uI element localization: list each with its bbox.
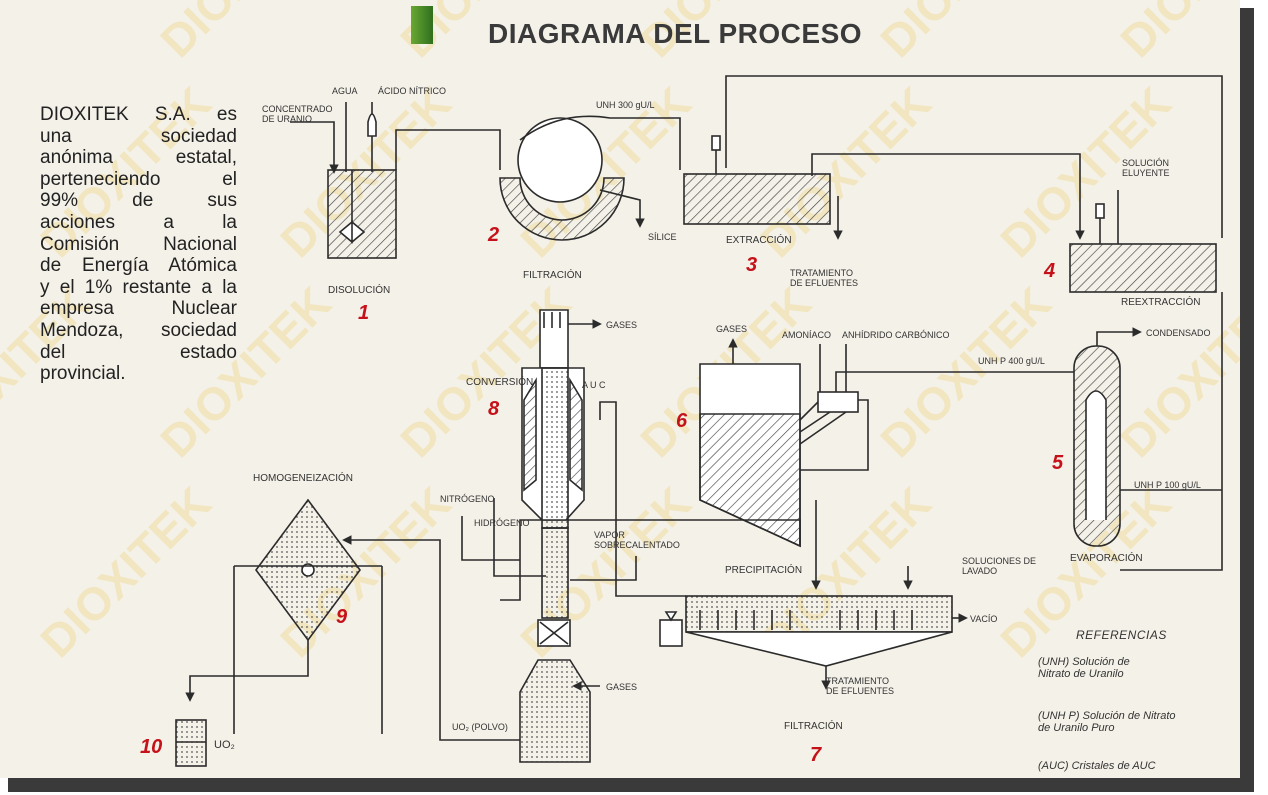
number-5: 5 [1052, 452, 1064, 474]
reextraccion-column [1069, 190, 1223, 571]
extraccion-column [683, 75, 1223, 240]
flow-tratamiento-2: TRATAMIENTO DE EFLUENTES [826, 676, 895, 696]
flow-auc: A U C [582, 380, 606, 390]
uo2-container [175, 719, 207, 767]
process-diagram [175, 75, 1223, 767]
number-4: 4 [1044, 260, 1056, 282]
intro-line: Mendoza, sociedad [40, 320, 237, 341]
intro-line: de Energía Atómica [40, 255, 237, 277]
intro-line: perteneciendo el [40, 168, 237, 190]
flow-condensado: CONDENSADO [1146, 328, 1211, 338]
number-8: 8 [488, 398, 500, 420]
label-extraccion: EXTRACCIÓN [726, 235, 792, 246]
label-disolucion: DISOLUCIÓN [328, 285, 391, 296]
evaporacion-vessel [835, 327, 1222, 547]
precipitacion-tank [500, 338, 869, 601]
number-6: 6 [676, 410, 688, 432]
intro-line: Comisión Nacional [40, 233, 237, 255]
filtracion-belt [599, 401, 968, 690]
intro-line: y el 1% restante a la [40, 276, 237, 298]
frame-shadow-right [1240, 8, 1254, 792]
reference-unhp: (UNH P) Solución de Nitrato de Uranilo P… [1038, 710, 1176, 734]
flow-vacio: VACÍO [970, 614, 998, 624]
reference-unh: (UNH) Solución de Nitrato de Uranilo [1038, 656, 1130, 680]
label-filtracion: FILTRACIÓN [523, 270, 582, 281]
number-9: 9 [336, 606, 348, 628]
number-10: 10 [140, 736, 163, 758]
label-conversion: CONVERSIÓN [466, 377, 534, 388]
conversion-reactor [342, 309, 637, 763]
number-7: 7 [810, 744, 822, 766]
flow-soluciones-lavado: SOLUCIONES DE LAVADO [962, 556, 1037, 576]
flow-gases-conversion: GASES [606, 320, 638, 330]
flow-nitrogeno: NITRÓGENO [440, 494, 495, 504]
intro-line: del estado [40, 341, 237, 363]
homogeneizacion-mixer [185, 498, 383, 734]
reference-auc: (AUC) Cristales de AUC [1038, 760, 1156, 772]
number-3: 3 [746, 254, 758, 276]
label-evaporacion: EVAPORACIÓN [1070, 553, 1143, 564]
frame-shadow-bottom [8, 778, 1254, 792]
flow-silice: SÍLICE [648, 232, 677, 242]
flow-amoniaco: AMONÍACO [782, 330, 832, 340]
flow-unhp100: UNH P 100 gU/L [1134, 480, 1201, 490]
flow-uo2-polvo: UO₂ (POLVO) [452, 722, 508, 732]
filtracion-drum [499, 115, 681, 241]
number-1: 1 [358, 302, 370, 324]
intro-line: DIOXITEK S.A. es [40, 104, 237, 125]
number-2: 2 [488, 224, 500, 246]
flow-gases-bottom: GASES [606, 682, 638, 692]
flow-unh300: UNH 300 gU/L [596, 100, 655, 110]
flow-hidrogeno: HIDRÓGENO [474, 518, 530, 528]
intro-line: acciones a la [40, 212, 237, 233]
flow-acido: ÁCIDO NÍTRICO [378, 86, 447, 96]
flow-gases-top: GASES [716, 324, 748, 334]
intro-line: empresa Nuclear [40, 298, 237, 320]
label-homogeneizacion: HOMOGENEIZACIÓN [253, 473, 354, 484]
intro-line: anónima estatal, [40, 147, 237, 169]
intro-line: provincial. [40, 363, 126, 385]
flow-agua: AGUA [332, 86, 358, 96]
intro-line: una sociedad [40, 125, 237, 147]
flow-concentrado: CONCENTRADO DE URANIO [262, 104, 333, 124]
flow-vapor: VAPOR SOBRECALENTADO [594, 530, 680, 550]
logo-mark [411, 6, 433, 44]
flow-unhp400: UNH P 400 gU/L [978, 356, 1045, 366]
label-filtracion-2: FILTRACIÓN [784, 721, 843, 732]
brochure-page [0, 0, 1240, 778]
disolucion-tank [290, 102, 501, 259]
flow-anhidrido: ANHÍDRIDO CARBÓNICO [842, 330, 950, 340]
label-uo2: UO₂ [214, 739, 235, 751]
references-title: REFERENCIAS [1076, 628, 1167, 642]
page-title: DIAGRAMA DEL PROCESO [488, 18, 863, 49]
label-precipitacion: PRECIPITACIÓN [725, 565, 803, 576]
intro-line: 99% de sus [40, 190, 237, 212]
flow-tratamiento-1: TRATAMIENTO DE EFLUENTES [790, 268, 859, 288]
label-reextraccion: REEXTRACCIÓN [1121, 297, 1201, 308]
flow-solucion-eluyente: SOLUCIÓN ELUYENTE [1122, 158, 1170, 178]
